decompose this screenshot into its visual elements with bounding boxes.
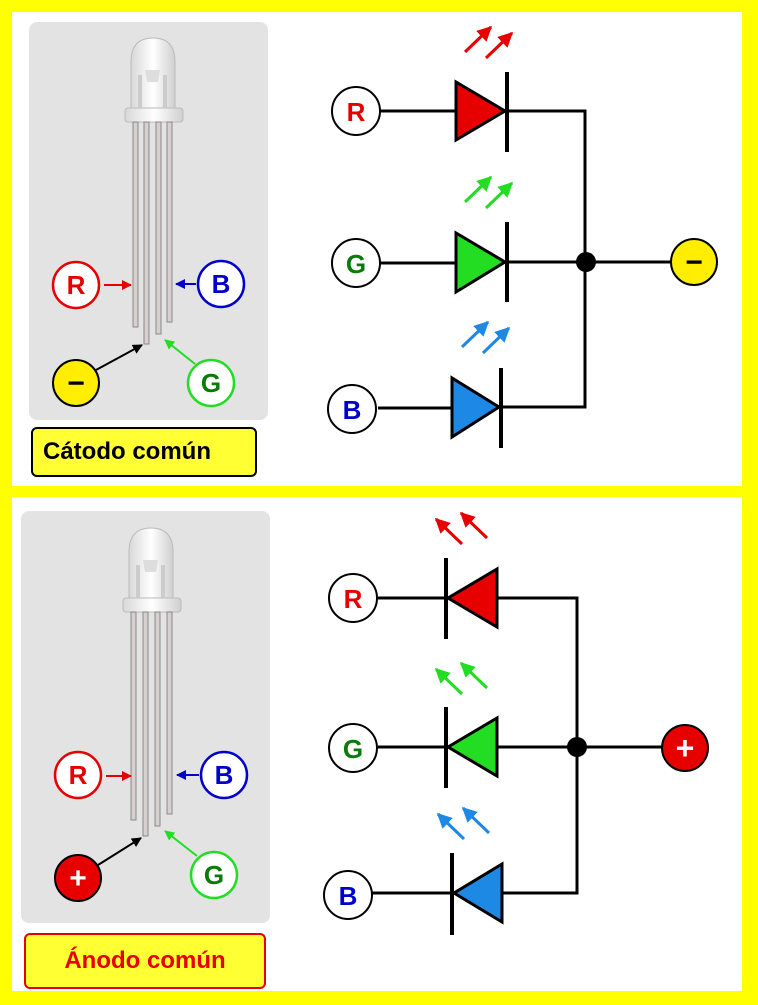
pin-b-top: B [175,259,246,309]
rgb-led-drawing-bottom [122,527,182,837]
junction-dot-anode [567,737,587,757]
svg-text:+: + [676,730,695,766]
svg-text:+: + [69,862,87,895]
pin-common-label-top: − [67,367,85,400]
pin-g-bottom: G [164,830,239,900]
svg-text:−: − [685,246,703,279]
svg-text:G: G [343,734,363,764]
pin-b-bottom: B [176,750,249,800]
terminal-b-anode: B [323,870,373,920]
pin-common-top: − [52,344,143,407]
pin-g-label-top: G [201,368,221,398]
diode-green-anode [434,661,499,788]
diode-red-anode [434,511,499,639]
terminal-g-cathode: G [331,238,381,288]
diode-blue-cathode [450,320,511,448]
diode-red-cathode [454,25,514,152]
rgb-led-drawing-top [124,37,184,345]
pin-g-top: G [164,339,236,408]
svg-text:B: B [343,395,362,425]
pin-r-label-top: R [67,270,86,300]
junction-dot [576,252,596,272]
diode-blue-anode [436,806,504,935]
svg-text:G: G [204,860,224,890]
terminal-common-anode: + [661,724,709,772]
anode-circuit: R G B + [323,511,709,935]
pin-b-label-top: B [212,269,231,299]
terminal-common-cathode: − [670,238,718,286]
pin-common-bottom: + [54,837,142,902]
svg-text:B: B [215,760,234,790]
cathode-circuit: R G B − [327,25,718,448]
svg-text:R: R [347,97,366,127]
svg-text:R: R [344,584,363,614]
terminal-g-anode: G [328,723,378,773]
terminal-b-cathode: B [327,384,377,434]
svg-text:G: G [346,249,366,279]
svg-text:B: B [339,881,358,911]
common-cathode-label: Cátodo común [31,427,257,477]
terminal-r-anode: R [328,573,378,623]
svg-text:R: R [69,760,88,790]
diode-green-cathode [454,175,514,302]
common-anode-label: Ánodo común [24,933,266,989]
terminal-r-cathode: R [331,86,381,136]
pin-r-top: R [51,260,132,310]
pin-r-bottom: R [53,750,132,800]
